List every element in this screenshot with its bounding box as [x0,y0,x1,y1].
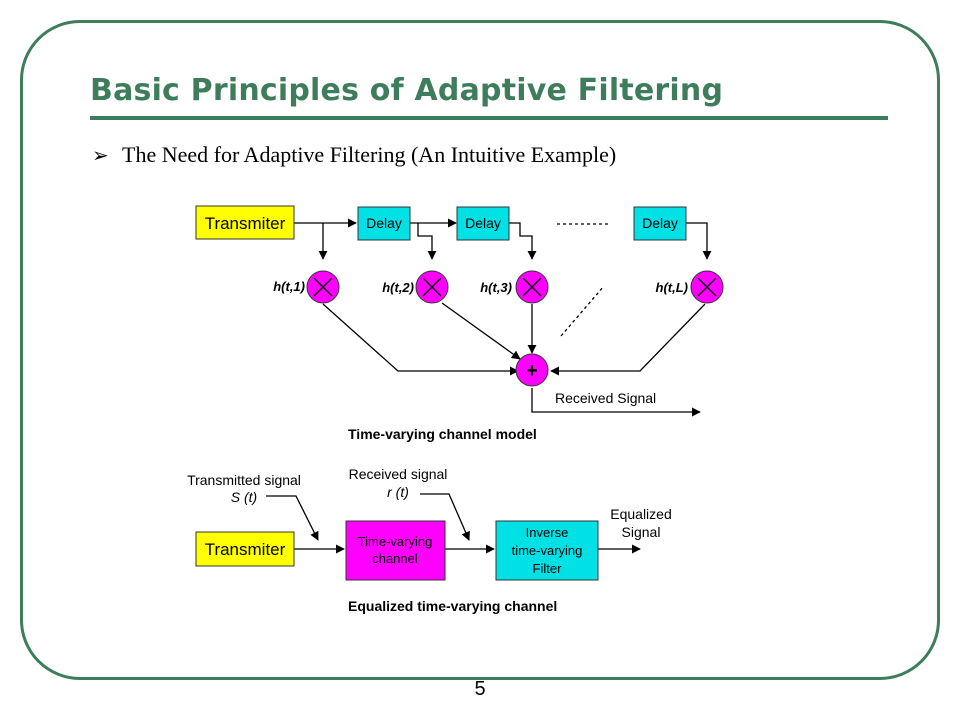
slide-title: Basic Principles of Adaptive Filtering [90,73,724,108]
slide-frame [20,20,940,680]
transmitted-signal-symbol: S (t) [231,489,257,505]
tap-continuation-dots [560,285,605,337]
filter-label-line1: Inverse [526,525,569,540]
transmitter-box-2 [195,531,295,567]
received-signal-symbol: r (t) [387,484,409,500]
received-signal-pointer [420,493,470,541]
adder-icon [515,353,549,387]
delay-label-2: Delay [465,215,501,231]
transmitted-signal-pointer [266,495,319,541]
equalized-channel-diagram: Transmiter Time-varying channel Inverse … [187,466,672,614]
received-signal-caption: Received signal [349,466,448,482]
filter-label-line2: time-varying [512,543,583,558]
bullet-text: The Need for Adaptive Filtering (An Intu… [122,142,617,167]
transmitter-box [195,205,295,240]
model-connectors [294,218,712,417]
tap-label-3: h(t,3) [480,280,512,295]
equalized-signal-line2: Signal [622,524,661,540]
connector-tap2-input [417,223,437,260]
title-underline [90,116,888,120]
delay-box-3 [633,206,687,241]
connector-tap3-input [508,222,537,260]
channel-label-line2: channel [372,551,418,566]
multiplier-icon-3 [515,270,549,304]
delay-box-1 [357,206,411,241]
page-number: 5 [474,678,486,700]
multiplier-icon-2 [415,270,449,304]
bullet-item: ➢ The Need for Adaptive Filtering (An Int… [92,142,616,168]
inverse-filter-box [495,520,599,581]
delay-box-2 [456,206,510,241]
connector-tap1-adder [322,303,519,376]
transmitted-signal-label: Transmitted signal [187,472,301,488]
delay-label-3: Delay [642,215,678,231]
connector-tapL-input [686,222,712,260]
received-signal-label: Received Signal [555,390,656,406]
tap-label-1: h(t,1) [273,279,305,294]
equalized-signal-line1: Equalized [610,506,672,522]
arrow-bullet-icon: ➢ [92,145,109,167]
multiplier-icon-1 [306,270,340,304]
tap-label-L: h(t,L) [656,280,688,295]
transmitter-label-2: Transmiter [205,540,286,559]
channel-model-diagram: Transmiter Delay Delay Delay h(t,1) h(t,… [195,205,724,442]
channel-label-line1: Time-varying [358,534,433,549]
filter-label-line3: Filter [533,561,563,576]
multiplier-icon-L [690,270,724,304]
channel-model-caption: Time-varying channel model [348,426,537,442]
equalized-channel-caption: Equalized time-varying channel [348,598,557,614]
delay-label-1: Delay [366,215,402,231]
connector-received-signal [531,388,701,417]
equalizer-connectors [266,493,641,554]
transmitter-label: Transmiter [205,214,286,233]
channel-box [345,520,446,581]
connector-tap2-adder [441,302,521,360]
tap-label-2: h(t,2) [382,280,414,295]
connector-tapL-adder [550,303,706,376]
adder-symbol: + [526,360,538,382]
